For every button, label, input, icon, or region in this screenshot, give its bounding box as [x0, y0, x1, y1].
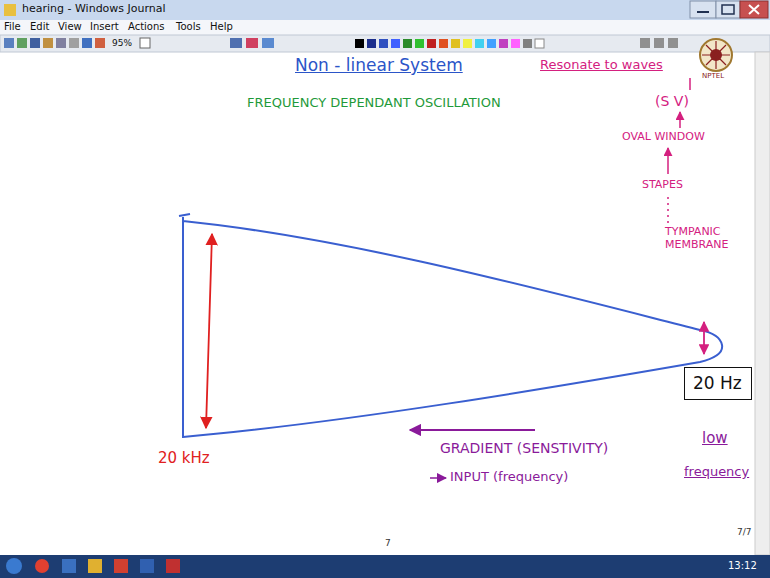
input-arrow: [430, 477, 446, 479]
window-title: hearing - Windows Journal: [22, 3, 166, 16]
menu-bar: [0, 20, 770, 35]
gradient-arrow: [410, 429, 535, 431]
menu-item: Insert: [90, 21, 119, 33]
note-text: low: [702, 430, 728, 447]
title-bar: [0, 0, 770, 20]
scrollbar: [755, 52, 770, 555]
menu-item: File: [4, 21, 21, 33]
chain-label: (S V): [655, 93, 689, 109]
zoom-level: 95%: [112, 38, 132, 48]
tool-bar: [0, 35, 770, 52]
logo-text: NPTEL: [702, 72, 724, 80]
page-count: 7/7: [737, 527, 751, 537]
menu-item: Actions: [128, 21, 165, 33]
note-text: Resonate to waves: [540, 58, 663, 73]
note-text: INPUT (frequency): [450, 470, 568, 485]
note-text: GRADIENT (SENSTIVITY): [440, 440, 608, 456]
chain-arrow: [667, 148, 669, 174]
close-button: [740, 1, 768, 18]
down-tick: [689, 78, 691, 90]
note-heading: FREQUENCY DEPENDANT OSCILLATION: [247, 96, 501, 111]
app-icon: [4, 4, 16, 16]
toolbar-icons: [4, 38, 678, 48]
taskbar-icons: [6, 558, 180, 574]
boxed-note: 20 Hz: [684, 367, 752, 400]
menu-item: Tools: [176, 21, 201, 33]
menu-item: Help: [210, 21, 233, 33]
node-text: 20 Hz: [693, 373, 743, 393]
chain-label: TYMPANIC MEMBRANE: [665, 226, 737, 251]
chain-label: OVAL WINDOW: [622, 131, 705, 144]
page-number: 7: [385, 538, 391, 548]
base-width-arrow: [206, 234, 212, 428]
note-heading: Non - linear System: [295, 56, 463, 76]
chain-arrow: [679, 112, 681, 128]
nptel-logo: [700, 39, 732, 71]
menu-item: Edit: [30, 21, 49, 33]
chain-label: STAPES: [642, 179, 683, 192]
menu-item: View: [58, 21, 82, 33]
chain-dots: [667, 196, 669, 223]
dimension-label: 20 kHz: [158, 450, 210, 467]
taskbar: [0, 555, 770, 578]
clock: 13:12: [728, 560, 757, 572]
note-text: frequency: [684, 465, 749, 480]
apex-width-arrow: [703, 322, 705, 354]
maximize-button: [716, 1, 740, 18]
cochlea-outline: [183, 217, 722, 437]
minimize-button: [690, 1, 716, 18]
